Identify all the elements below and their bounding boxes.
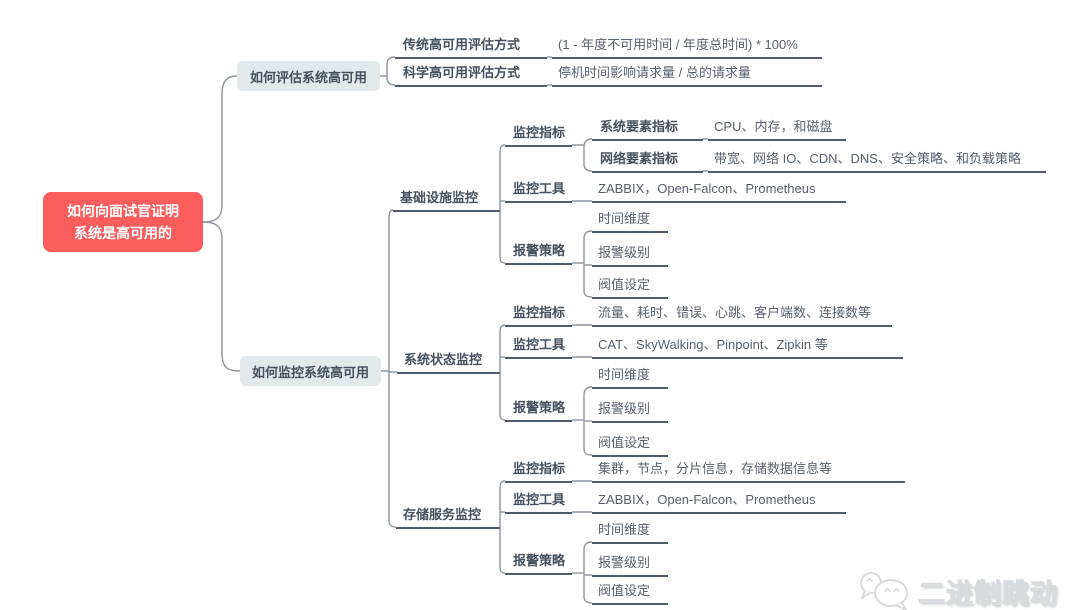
- section-system-state-title: 系统状态监控: [397, 352, 500, 374]
- s1-metrics-label: 监控指标: [505, 125, 572, 147]
- section-infrastructure-title: 基础设施监控: [393, 190, 500, 212]
- branch-evaluate: 如何评估系统高可用: [237, 61, 380, 91]
- s3-alert-item-time: 时间维度: [592, 522, 668, 544]
- s1-metrics-row1-label: 系统要素指标: [592, 119, 703, 141]
- eval-row2-value: 停机时间影响请求量 / 总的请求量: [552, 65, 822, 87]
- s3-metrics-value: 集群，节点，分片信息，存储数据信息等: [592, 461, 905, 483]
- s3-alert-item-level: 报警级别: [592, 555, 668, 577]
- s2-alert-item-level: 报警级别: [592, 401, 668, 423]
- s3-tools-value: ZABBIX，Open-Falcon、Prometheus: [592, 492, 846, 514]
- s2-metrics-value: 流量、耗时、错误、心跳、客户端数、连接数等: [592, 305, 892, 327]
- s1-metrics-row2-value: 带宽、网络 IO、CDN、DNS、安全策略、和负载策略: [708, 151, 1046, 173]
- s1-alert-item-threshold: 阀值设定: [592, 277, 668, 299]
- branch-monitor: 如何监控系统高可用: [240, 356, 381, 386]
- s2-tools-label: 监控工具: [505, 337, 572, 359]
- s1-tools-value: ZABBIX，Open-Falcon、Prometheus: [592, 181, 846, 203]
- s3-tools-label: 监控工具: [505, 492, 572, 514]
- s1-metrics-row1-value: CPU、内存，和磁盘: [708, 119, 846, 141]
- s1-metrics-row2-label: 网络要素指标: [592, 151, 703, 173]
- eval-row1-value: (1 - 年度不可用时间 / 年度总时间) * 100%: [552, 37, 822, 59]
- s3-alert-item-threshold: 阀值设定: [592, 583, 668, 605]
- watermark-text: 二进制跳动: [918, 578, 1058, 609]
- s2-alert-item-time: 时间维度: [592, 367, 668, 389]
- root-topic-line1: 如何向面试官证明: [67, 203, 179, 219]
- s1-alert-item-time: 时间维度: [592, 211, 668, 233]
- wechat-chat-bubbles-icon: [860, 572, 908, 610]
- s2-alert-item-threshold: 阀值设定: [592, 435, 668, 457]
- root-topic: 如何向面试官证明 系统是高可用的: [43, 192, 203, 252]
- s2-metrics-label: 监控指标: [505, 305, 572, 327]
- s1-tools-label: 监控工具: [505, 181, 572, 203]
- eval-row2-label: 科学高可用评估方式: [395, 65, 547, 87]
- s3-alerts-label: 报警策略: [505, 553, 572, 575]
- root-topic-line2: 系统是高可用的: [74, 225, 172, 241]
- section-storage-title: 存储服务监控: [396, 507, 500, 529]
- s1-alerts-label: 报警策略: [505, 243, 572, 265]
- s3-metrics-label: 监控指标: [505, 461, 572, 483]
- s2-alerts-label: 报警策略: [505, 400, 572, 422]
- watermark: 二进制跳动: [858, 570, 1058, 610]
- eval-row1-label: 传统高可用评估方式: [395, 37, 547, 59]
- s1-alert-item-level: 报警级别: [592, 245, 668, 267]
- s2-tools-value: CAT、SkyWalking、Pinpoint、Zipkin 等: [592, 337, 903, 359]
